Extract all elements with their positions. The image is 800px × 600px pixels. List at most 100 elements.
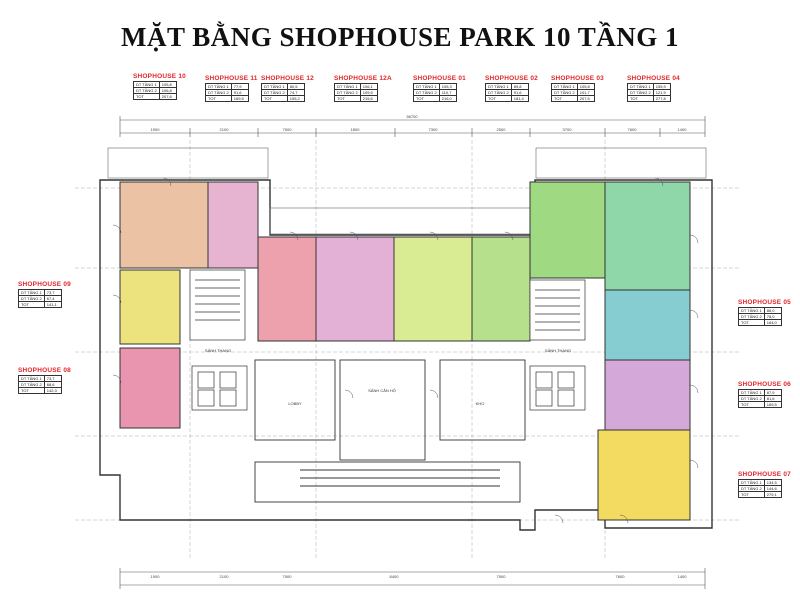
legend-total: 142,3 (43, 387, 62, 394)
legend-row-label: TOT (205, 95, 232, 102)
top-dim-8: 7600 (628, 127, 638, 132)
legend-name: SHOPHOUSE 01 (413, 75, 466, 82)
top-dimension-line (119, 116, 706, 137)
left-core (189, 269, 248, 411)
legend-name: SHOPHOUSE 09 (18, 281, 71, 288)
sanh-can-ho-label: SẢNH CĂN HỘ (368, 388, 396, 393)
legend-name: SHOPHOUSE 05 (738, 299, 791, 306)
right-core (529, 279, 586, 411)
legend-row-label: DT TẦNG 1 (18, 375, 45, 382)
legend-row-label: TOT (334, 95, 361, 102)
legend-row-label: DT TẦNG 2 (261, 89, 288, 96)
top-dim-1: 1900 (151, 127, 161, 132)
legend-row-label: DT TẦNG 2 (133, 87, 160, 94)
legend-row-label: DT TẦNG 1 (334, 83, 361, 90)
legend-name: SHOPHOUSE 06 (738, 381, 791, 388)
legend-total: 164,0 (763, 319, 782, 326)
top-dim-3: 7500 (283, 127, 293, 132)
lobby-label: LOBBY (288, 401, 302, 406)
legend-row-label: DT TẦNG 1 (413, 83, 440, 90)
legend-row-label: DT TẦNG 2 (738, 485, 765, 492)
kho-label: KHO (476, 401, 485, 406)
legend-row-label: DT TẦNG 1 (485, 83, 512, 90)
legend-row-label: TOT (551, 95, 578, 102)
legend-row-label: DT TẦNG 2 (205, 89, 232, 96)
legend-total: 216,0 (438, 95, 457, 102)
legend-row-label: DT TẦNG 1 (551, 83, 578, 90)
unit-shophouse-12a (315, 236, 395, 342)
legend-name: SHOPHOUSE 04 (627, 75, 680, 82)
legend-row-label: TOT (18, 387, 45, 394)
unit-shophouse-03 (529, 181, 606, 279)
legend-name: SHOPHOUSE 11 (205, 75, 258, 82)
legend-row-label: DT TẦNG 2 (738, 395, 765, 402)
bottom-dimension-line (119, 568, 706, 589)
legend-row-label: DT TẦNG 2 (551, 89, 578, 96)
top-dim-7: 3700 (563, 127, 573, 132)
bottom-dim-2: 2100 (220, 574, 230, 579)
legend-row-label: DT TẦNG 1 (261, 83, 288, 90)
legend-row-label: DT TẦNG 1 (738, 389, 765, 396)
legend-row-label: TOT (261, 95, 288, 102)
legend-row-label: TOT (18, 301, 45, 308)
unit-shophouse-06 (604, 359, 691, 431)
legend-row-label: TOT (413, 95, 440, 102)
legend-name: SHOPHOUSE 12A (334, 75, 392, 82)
legend-row-label: DT TẦNG 2 (18, 295, 45, 302)
top-dim-2: 2100 (220, 127, 230, 132)
sanh-thang-left-label: SẢNH THANG (205, 348, 231, 353)
legend-name: SHOPHOUSE 07 (738, 471, 791, 478)
unit-shophouse-07 (597, 429, 691, 521)
legend-row-label: TOT (738, 319, 765, 326)
unit-shophouse-08 (119, 347, 181, 429)
unit-shophouse-10 (119, 181, 209, 269)
legend-row-label: DT TẦNG 2 (18, 381, 45, 388)
top-dim-5: 7300 (429, 127, 439, 132)
legend-total: 279,1 (763, 491, 782, 498)
unit-shophouse-04 (604, 181, 691, 291)
legend-total: 215,6 (359, 95, 378, 102)
legend-row-label: TOT (738, 491, 765, 498)
bottom-dim-6: 7600 (616, 574, 626, 579)
legend-row-label: DT TẦNG 1 (738, 479, 765, 486)
bottom-dim-3: 7500 (283, 574, 293, 579)
legend-row-label: DT TẦNG 1 (133, 81, 160, 88)
unit-shophouse-02 (471, 236, 531, 342)
legend-row-label: TOT (133, 93, 160, 100)
legend-total: 169,5 (763, 401, 782, 408)
unit-shophouse-11 (207, 181, 259, 269)
unit-shophouse-09 (119, 269, 181, 345)
top-dim-9: 1400 (678, 127, 688, 132)
legend-total: 169,5 (230, 95, 249, 102)
legend-total: 181,4 (510, 95, 529, 102)
legend-name: SHOPHOUSE 10 (133, 73, 186, 80)
legend-row-label: DT TẦNG 2 (485, 89, 512, 96)
shophouse-units (119, 181, 691, 521)
legend-row-label: TOT (627, 95, 654, 102)
lobby-walls (254, 359, 526, 503)
legend-row-label: DT TẦNG 2 (334, 89, 361, 96)
sanh-thang-right-label: SẢNH THANG (545, 348, 571, 353)
legend-row-label: DT TẦNG 1 (627, 83, 654, 90)
legend-total: 141,1 (43, 301, 62, 308)
legend-name: SHOPHOUSE 12 (261, 75, 314, 82)
legend-total: 207,6 (158, 93, 177, 100)
legend-row-label: DT TẦNG 2 (738, 313, 765, 320)
bottom-dim-4: 8400 (390, 574, 400, 579)
legend-total: 155,2 (286, 95, 305, 102)
top-dim-6: 2500 (497, 127, 507, 132)
legend-row-label: DT TẦNG 2 (627, 89, 654, 96)
top-dim-4: 1800 (351, 127, 361, 132)
legend-total: 277,8 (652, 95, 671, 102)
legend-name: SHOPHOUSE 02 (485, 75, 538, 82)
